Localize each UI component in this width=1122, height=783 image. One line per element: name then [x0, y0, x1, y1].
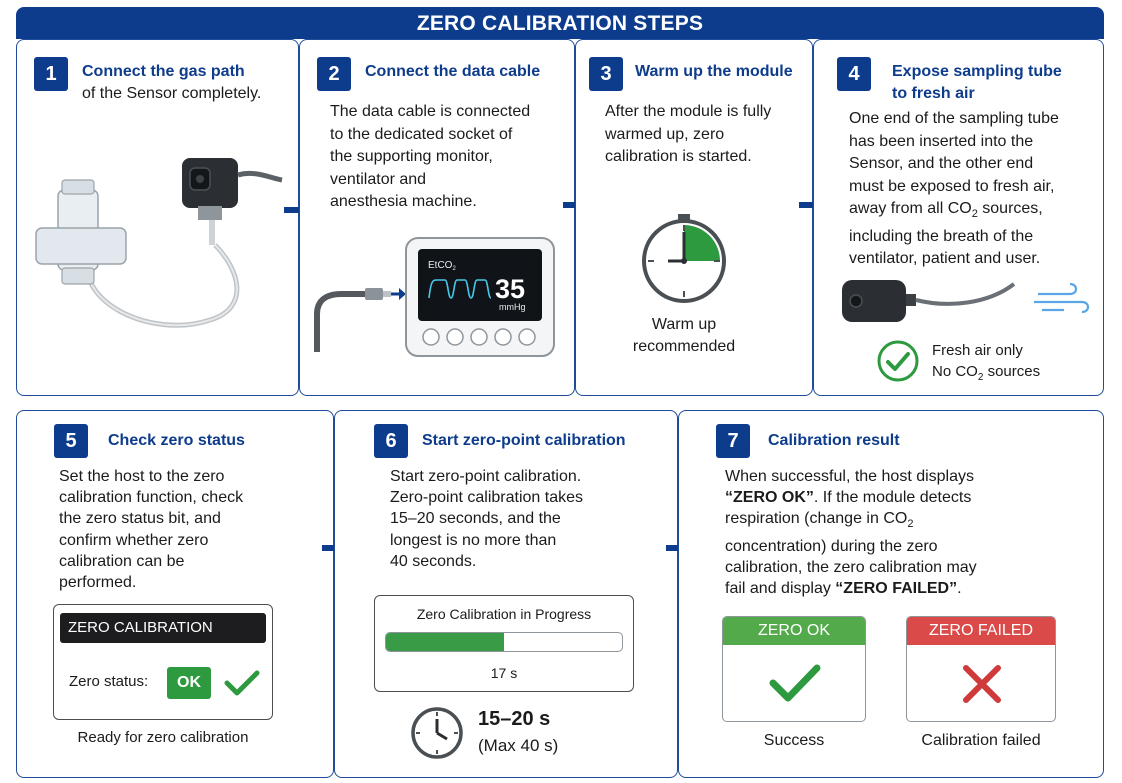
step-3-panel: [575, 39, 813, 396]
warmup-caption: Warm up recommended: [632, 316, 736, 355]
check-circle-icon: [877, 340, 919, 382]
svg-text:35: 35: [495, 274, 525, 304]
step-3-title: Warm up the module: [635, 63, 793, 80]
step-2-title: Connect the data cable: [365, 63, 541, 80]
screen-title-bar: ZERO CALIBRATION: [60, 613, 266, 643]
step-5-number: 5: [54, 424, 88, 458]
step-7-text: When successful, the host displays “ZERO…: [725, 468, 977, 598]
sensor-illustration: [35, 158, 283, 328]
step-4-panel: [813, 39, 1104, 396]
clock-icon: [411, 707, 463, 759]
calibration-max-duration: (Max 40 s): [478, 736, 559, 755]
step-2-text: The data cable is connected to the dedic…: [330, 103, 531, 210]
step-2-number: 2: [317, 57, 351, 91]
step-1-title: Connect the gas path: [82, 63, 245, 80]
step-6-title: Start zero-point calibration: [422, 432, 626, 449]
zero-ok-header: ZERO OK: [723, 617, 865, 645]
calibration-duration: 15–20 s: [478, 708, 551, 730]
zero-failed-header: ZERO FAILED: [907, 617, 1055, 645]
step-6-number: 6: [374, 424, 408, 458]
progress-card: Zero Calibration in Progress 17 s: [374, 595, 634, 692]
zero-status-label: Zero status:: [69, 673, 149, 690]
step-6-text: Start zero-point calibration. Zero-point…: [390, 468, 583, 570]
step-7-title: Calibration result: [768, 432, 900, 449]
page-title: ZERO CALIBRATION STEPS: [16, 7, 1104, 39]
step-7-number: 7: [716, 424, 750, 458]
fresh-air-note: Fresh air only No CO2 sources: [932, 342, 1041, 383]
progress-track: [385, 632, 623, 652]
zero-status-ok-badge: OK: [167, 667, 211, 699]
step-3-number: 3: [589, 57, 623, 91]
progress-fill: [386, 633, 504, 651]
sampling-tube-illustration: [842, 280, 1090, 322]
zero-ok-card: ZERO OK: [722, 616, 866, 722]
progress-title: Zero Calibration in Progress: [416, 606, 592, 622]
step-1-number: 1: [34, 57, 68, 91]
step-4-number: 4: [837, 57, 871, 91]
zero-failed-caption: Calibration failed: [921, 732, 1041, 749]
step-4-text: One end of the sampling tube has been in…: [849, 110, 1059, 268]
step-5-title: Check zero status: [108, 432, 245, 449]
timer-icon: [642, 214, 726, 303]
zero-ok-caption: Success: [763, 732, 825, 749]
zero-status-screen: ZERO CALIBRATION Zero status: OK: [53, 604, 273, 720]
svg-text:EtCO2: EtCO2: [428, 260, 456, 272]
step-4-title: Expose sampling tube to fresh air: [892, 63, 1062, 102]
step-6-panel: [334, 410, 678, 778]
progress-time: 17 s: [490, 665, 518, 681]
step-5-text: Set the host to the zero calibration fun…: [59, 468, 244, 592]
monitor-illustration: EtCO2 35 mmHg: [314, 237, 555, 357]
svg-text:mmHg: mmHg: [499, 302, 526, 312]
ready-caption: Ready for zero calibration: [77, 729, 249, 746]
checkmark-icon: [224, 670, 260, 696]
checkmark-icon: [769, 664, 821, 702]
step-1-text: of the Sensor completely.: [82, 85, 262, 102]
x-mark-icon: [963, 665, 1001, 703]
step-3-text: After the module is fully warmed up, zer…: [605, 103, 772, 165]
zero-failed-card: ZERO FAILED: [906, 616, 1056, 722]
